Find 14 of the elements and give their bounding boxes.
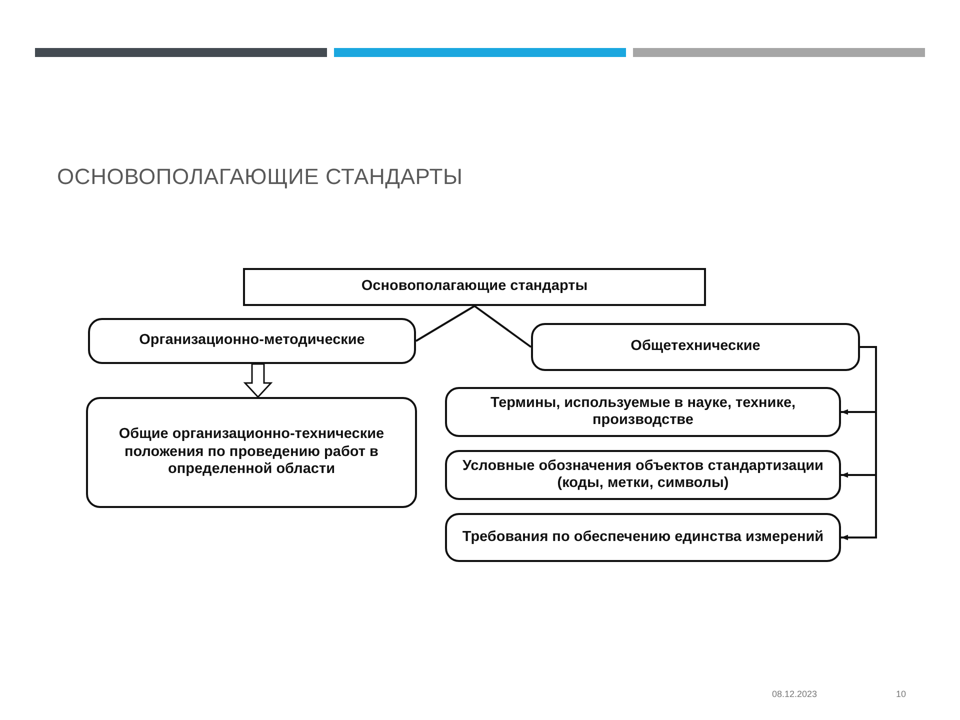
rounded-box: Условные обозначения объектов стандартизации (коды, метки, символы) xyxy=(445,450,841,500)
connector-line xyxy=(474,305,532,348)
rounded-box: Организационно-методические xyxy=(88,318,416,364)
block-arrow xyxy=(243,363,273,398)
page-number: 10 xyxy=(896,689,906,699)
rounded-box: Общетехнические xyxy=(531,323,860,371)
arrow xyxy=(841,346,877,540)
rounded-box: Общие организационно-технические положения по проведению работ в определенной области xyxy=(86,397,417,508)
rounded-box: Термины, используемые в науке, технике, производстве xyxy=(445,387,841,437)
rounded-box: Требования по обеспечению единства измерений xyxy=(445,513,841,562)
heading-box: Основополагающие стандарты xyxy=(243,268,706,306)
slide-title: ОСНОВОПОЛАГАЮЩИЕ СТАНДАРТЫ xyxy=(57,164,463,190)
connector-line xyxy=(415,305,476,342)
date-label: 08.12.2023 xyxy=(772,689,818,699)
